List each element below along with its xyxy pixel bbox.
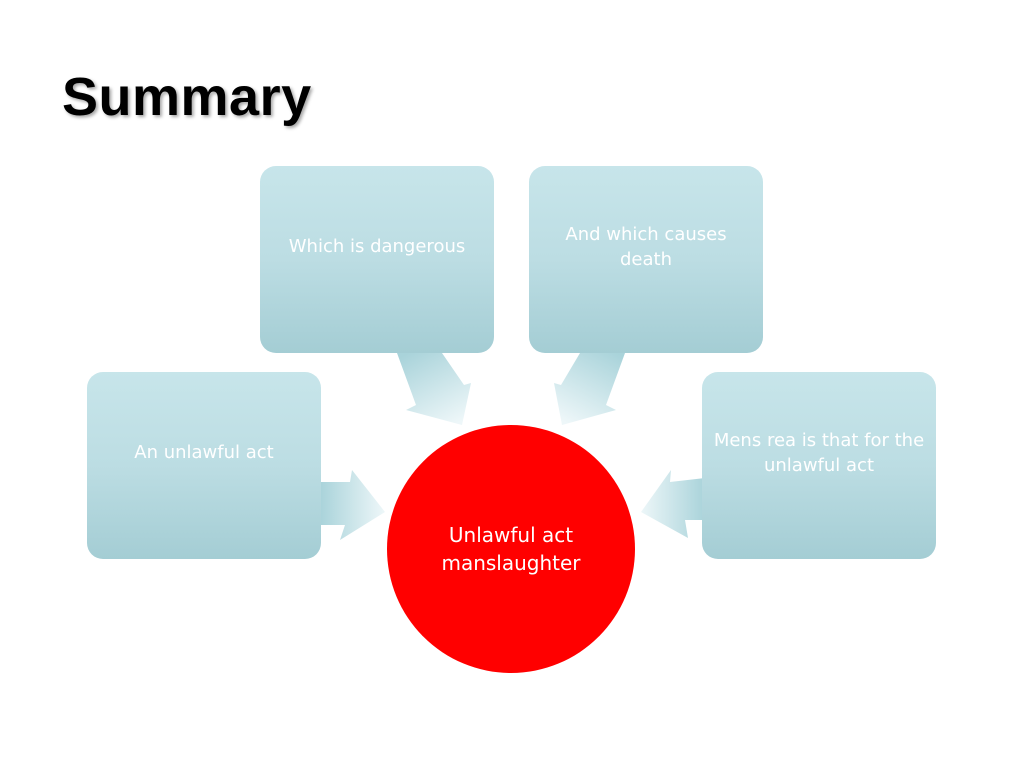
node-label: And which causes death xyxy=(565,223,727,270)
arrow-right xyxy=(641,470,705,538)
arrow-top-right xyxy=(554,353,625,425)
node-label: Which is dangerous xyxy=(288,236,466,257)
node-label: Mens rea is that for the unlawful act xyxy=(713,429,925,476)
node-which-is-dangerous: Which is dangerous xyxy=(260,166,494,353)
center-node-label: Unlawful act manslaughter xyxy=(441,523,581,575)
arrow-left xyxy=(320,470,385,540)
node-causes-death: And which causes death xyxy=(529,166,763,353)
slide-title: Summary xyxy=(62,67,312,127)
node-label: An unlawful act xyxy=(134,442,274,463)
node-unlawful-act: An unlawful act xyxy=(87,372,321,559)
node-mens-rea: Mens rea is that for the unlawful act xyxy=(702,372,936,559)
arrow-top-left xyxy=(397,353,471,425)
center-node-unlawful-act-manslaughter: Unlawful act manslaughter xyxy=(387,425,635,673)
